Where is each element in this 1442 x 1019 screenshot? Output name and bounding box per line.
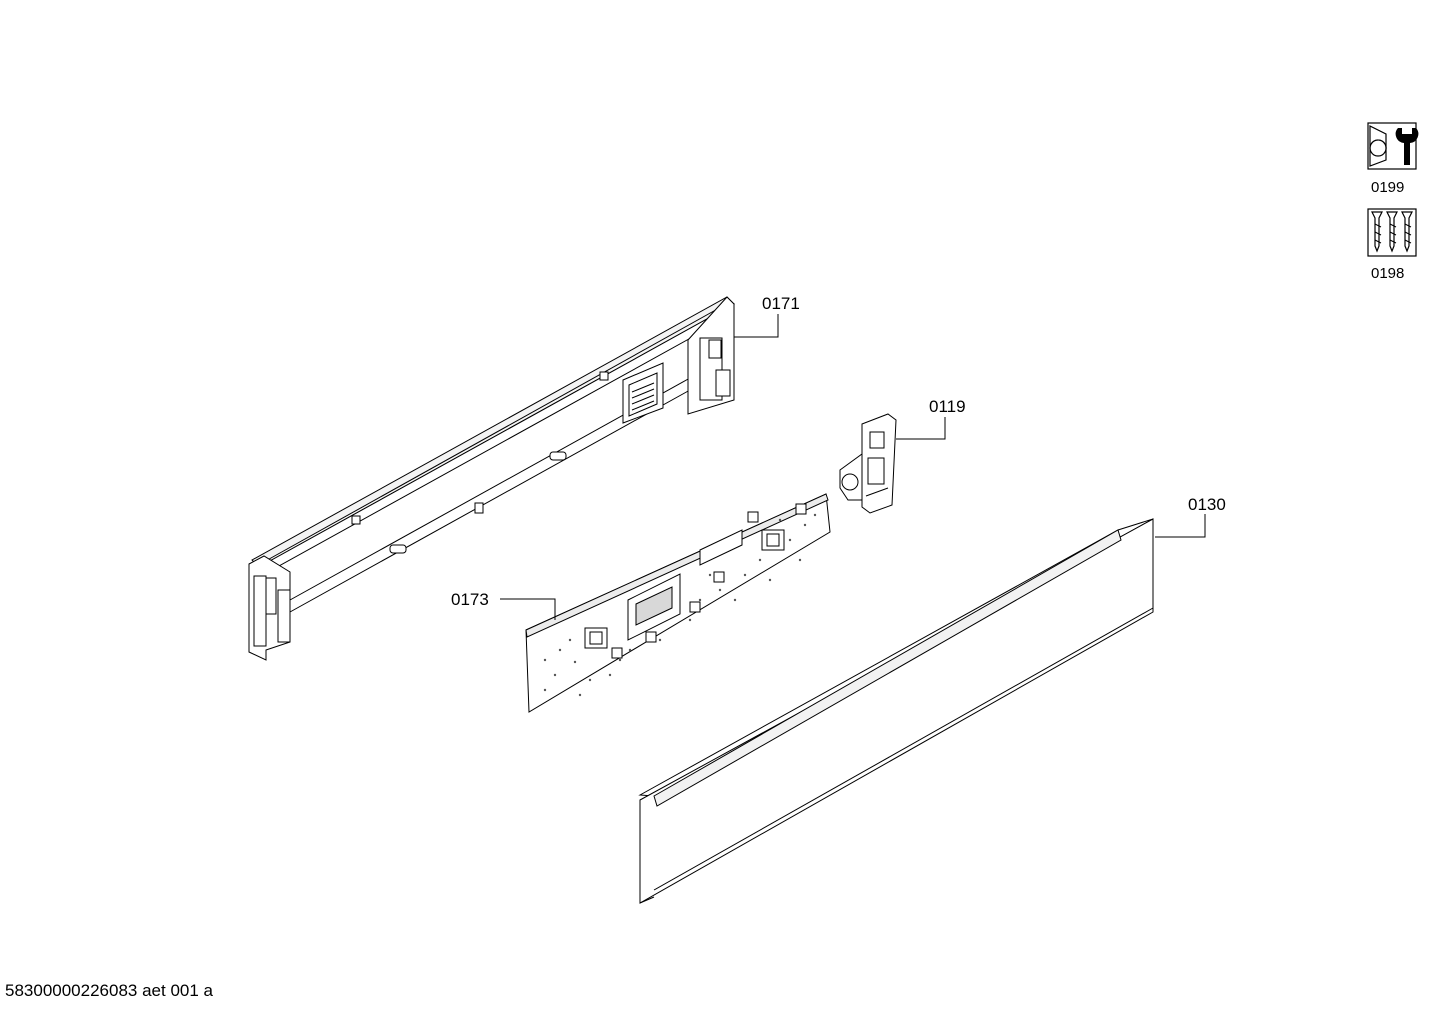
icon-label-0199: 0199 — [1371, 179, 1404, 196]
label-0130: 0130 — [1188, 495, 1226, 514]
leader-lines — [500, 314, 1206, 620]
service-tool-icon[interactable] — [1367, 122, 1419, 170]
label-0171: 0171 — [762, 294, 800, 313]
part-0119-bracket[interactable] — [839, 413, 897, 514]
part-0171-frame[interactable] — [248, 296, 735, 661]
document-code: 58300000226083 aet 001 a — [5, 981, 213, 1000]
label-0173: 0173 — [451, 590, 489, 609]
label-0119: 0119 — [929, 397, 966, 416]
screws-kit-icon[interactable] — [1367, 208, 1417, 257]
part-0130-glass-panel[interactable] — [638, 518, 1154, 904]
icon-label-0198: 0198 — [1371, 265, 1404, 282]
part-0173-pcb[interactable] — [525, 493, 831, 713]
